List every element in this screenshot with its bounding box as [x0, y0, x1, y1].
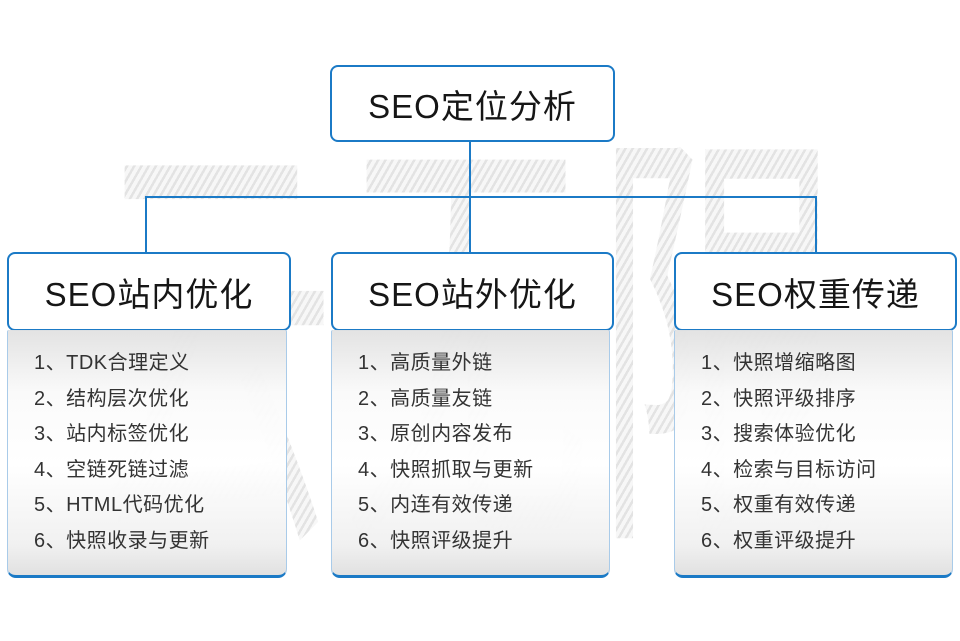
root-node-seo-positioning: SEO定位分析 [330, 65, 615, 142]
column-header-label: SEO站内优化 [44, 275, 254, 313]
root-node-label: SEO定位分析 [368, 87, 577, 125]
column-header-offsite: SEO站外优化 [331, 252, 614, 331]
list-item: 6、权重评级提升 [701, 529, 857, 552]
connector-drop-middle [469, 196, 471, 254]
list-item: 4、空链死链过滤 [34, 458, 190, 481]
list-item: 2、快照评级排序 [701, 387, 857, 410]
list-item: 5、内连有效传递 [358, 494, 514, 516]
list-item: 1、高质量外链 [358, 352, 493, 374]
connector-drop-left [145, 196, 147, 254]
list-item: 2、高质量友链 [358, 387, 493, 410]
list-item: 1、快照增缩略图 [701, 352, 857, 374]
column-header-onsite: SEO站内优化 [7, 252, 291, 331]
list-item: 3、搜索体验优化 [701, 423, 857, 445]
list-item: 3、原创内容发布 [358, 423, 514, 445]
column-header-weight: SEO权重传递 [674, 252, 957, 331]
column-panel-weight: 1、快照增缩略图 2、快照评级排序 3、搜索体验优化 4、检索与目标访问 5、权… [674, 330, 953, 578]
list-item: 6、快照收录与更新 [34, 529, 210, 552]
column-panel-onsite: 1、TDK合理定义 2、结构层次优化 3、站内标签优化 4、空链死链过滤 5、H… [7, 330, 287, 578]
column-header-label: SEO站外优化 [368, 275, 577, 313]
connector-horizontal [145, 196, 817, 198]
list-item: 4、快照抓取与更新 [358, 458, 534, 481]
column-header-label: SEO权重传递 [711, 275, 920, 313]
list-item: 6、快照评级提升 [358, 529, 514, 552]
list-item: 5、权重有效传递 [701, 494, 857, 516]
column-panel-offsite: 1、高质量外链 2、高质量友链 3、原创内容发布 4、快照抓取与更新 5、内连有… [331, 330, 610, 578]
list-item: 1、TDK合理定义 [34, 352, 190, 374]
list-item: 2、结构层次优化 [34, 387, 190, 410]
list-item: 3、站内标签优化 [34, 423, 190, 445]
connector-root-drop [469, 137, 471, 197]
list-item: 4、检索与目标访问 [701, 458, 877, 481]
list-item: 5、HTML代码优化 [34, 494, 205, 516]
connector-drop-right [815, 196, 817, 254]
